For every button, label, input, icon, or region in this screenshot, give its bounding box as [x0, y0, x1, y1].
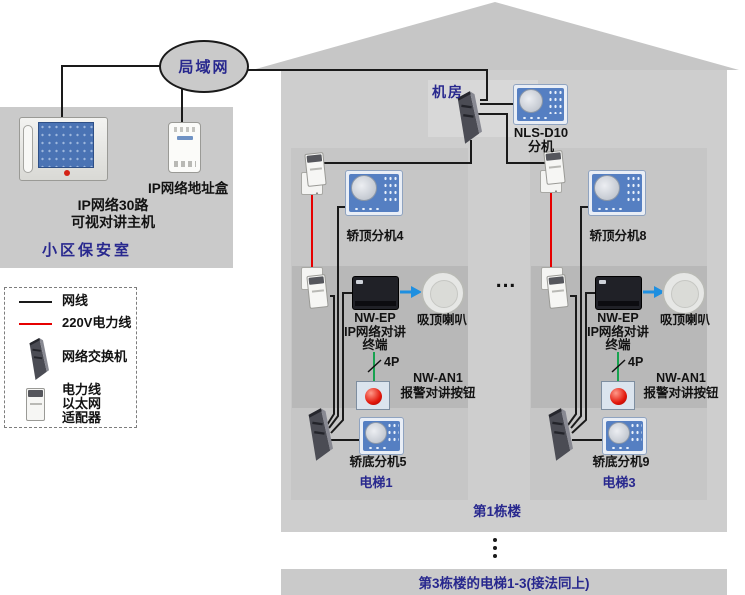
cable-switch-to-right-adapter	[478, 113, 546, 164]
car-top-extension-device	[588, 170, 646, 216]
next-building-bar: 第3栋楼的电梯1-3(接法同上)	[281, 569, 727, 595]
alarm-button-label: NW-AN1 报警对讲按钮	[400, 371, 476, 400]
speaker-grille-icon	[365, 422, 387, 444]
nls-d10-label: NLS-D10 分机	[513, 125, 569, 154]
network-switch-elev3	[548, 408, 573, 461]
cable-4p-label: 4P	[384, 355, 400, 369]
speaker-grille-icon	[351, 175, 377, 201]
host-call-button	[64, 170, 70, 176]
car-top-extension-label: 轿顶分机8	[589, 229, 647, 243]
host-screen	[38, 122, 94, 168]
power-cable-sample-icon	[19, 323, 52, 325]
car-bottom-extension-device	[359, 417, 404, 455]
alarm-button-label: NW-AN1 报警对讲按钮	[643, 371, 719, 400]
speaker-grille-icon	[594, 175, 620, 201]
keypad-icon	[630, 422, 642, 444]
nw-ep-terminal-device	[595, 276, 642, 310]
cable-count-slash-elev1	[367, 359, 382, 373]
ceiling-speaker-label: 吸顶喇叭	[416, 313, 467, 327]
network-switch-elev1	[308, 408, 333, 461]
nw-ep-terminal-label: NW-EP IP网络对讲 终端	[587, 311, 649, 352]
nw-ep-terminal-device	[352, 276, 399, 310]
cable-elev3-adapter	[567, 295, 577, 426]
network-cable-label: 网线	[62, 293, 89, 308]
cable-elev1-top-unit	[328, 206, 345, 429]
cable-elev1-terminal	[330, 292, 352, 434]
keypad-icon	[548, 89, 563, 114]
elevator3-label: 电梯3	[602, 475, 636, 490]
security-room-label: 小区保安室	[42, 242, 133, 259]
handset-icon	[23, 125, 33, 173]
address-box-device	[168, 122, 201, 173]
adapter-label: 电力线 以太网 适配器	[62, 382, 102, 425]
keypad-icon	[387, 422, 399, 444]
nw-ep-terminal-label: NW-EP IP网络对讲 终端	[344, 311, 406, 352]
switch-label: 网络交换机	[62, 349, 128, 364]
nls-d10-extension-device	[513, 84, 568, 125]
machine-room-label: 机房	[432, 84, 464, 100]
speaker-grille-icon	[608, 422, 630, 444]
cable-count-slash-elev3	[611, 359, 626, 373]
lan-cloud: 局域网	[159, 40, 249, 93]
building-label: 第1栋楼	[472, 504, 521, 519]
video-intercom-host-device	[19, 117, 108, 181]
lan-label: 局域网	[178, 59, 230, 76]
cable-host-to-lan	[61, 65, 178, 120]
vertical-ellipsis-icon	[493, 538, 497, 562]
alarm-button-device	[601, 381, 635, 410]
keypad-icon	[383, 175, 398, 204]
powerline-adapter	[543, 150, 566, 185]
horizontal-ellipsis: ...	[495, 269, 517, 292]
address-box-label: IP网络地址盒	[148, 181, 229, 196]
cable-elev3-terminal	[571, 292, 595, 434]
cable-switch-to-left-adapter	[324, 140, 472, 164]
ceiling-speaker-device	[421, 271, 465, 315]
keypad-icon	[626, 175, 641, 204]
host-label: IP网络30路 可视对讲主机	[71, 197, 155, 230]
cable-4p-label: 4P	[628, 355, 644, 369]
cable-lan-to-machine-switch	[236, 69, 488, 101]
ceiling-speaker-device	[662, 271, 706, 315]
power-cable-label: 220V电力线	[62, 315, 132, 330]
arrowhead-elev3	[654, 286, 665, 298]
car-bottom-extension-device	[602, 417, 647, 455]
car-bottom-extension-label: 轿底分机5	[349, 455, 407, 469]
car-top-extension-label: 轿顶分机4	[346, 229, 404, 243]
powerline-adapter	[304, 152, 327, 187]
speaker-grille-icon	[519, 89, 543, 113]
powerline-adapter-icon	[26, 388, 45, 421]
network-cable-sample-icon	[19, 301, 52, 303]
arrowhead-elev1	[411, 286, 422, 298]
cable-elev3-top-unit	[570, 206, 588, 429]
network-switch-machine-room	[457, 91, 482, 144]
house-roof	[252, 2, 739, 70]
elevator1-label: 电梯1	[359, 475, 393, 490]
next-building-label: 第3栋楼的电梯1-3(接法同上)	[418, 576, 590, 591]
car-bottom-extension-label: 轿底分机9	[592, 455, 650, 469]
powerline-adapter	[306, 274, 329, 309]
alarm-button-device	[356, 381, 390, 410]
network-switch-icon	[29, 338, 49, 380]
ceiling-speaker-label: 吸顶喇叭	[659, 313, 710, 327]
car-top-extension-device	[345, 170, 403, 216]
powerline-adapter	[546, 274, 569, 309]
legend-box: 网线 220V电力线 网络交换机 电力线 以太网 适配器	[4, 287, 137, 428]
cable-elev1-adapter	[326, 295, 335, 426]
